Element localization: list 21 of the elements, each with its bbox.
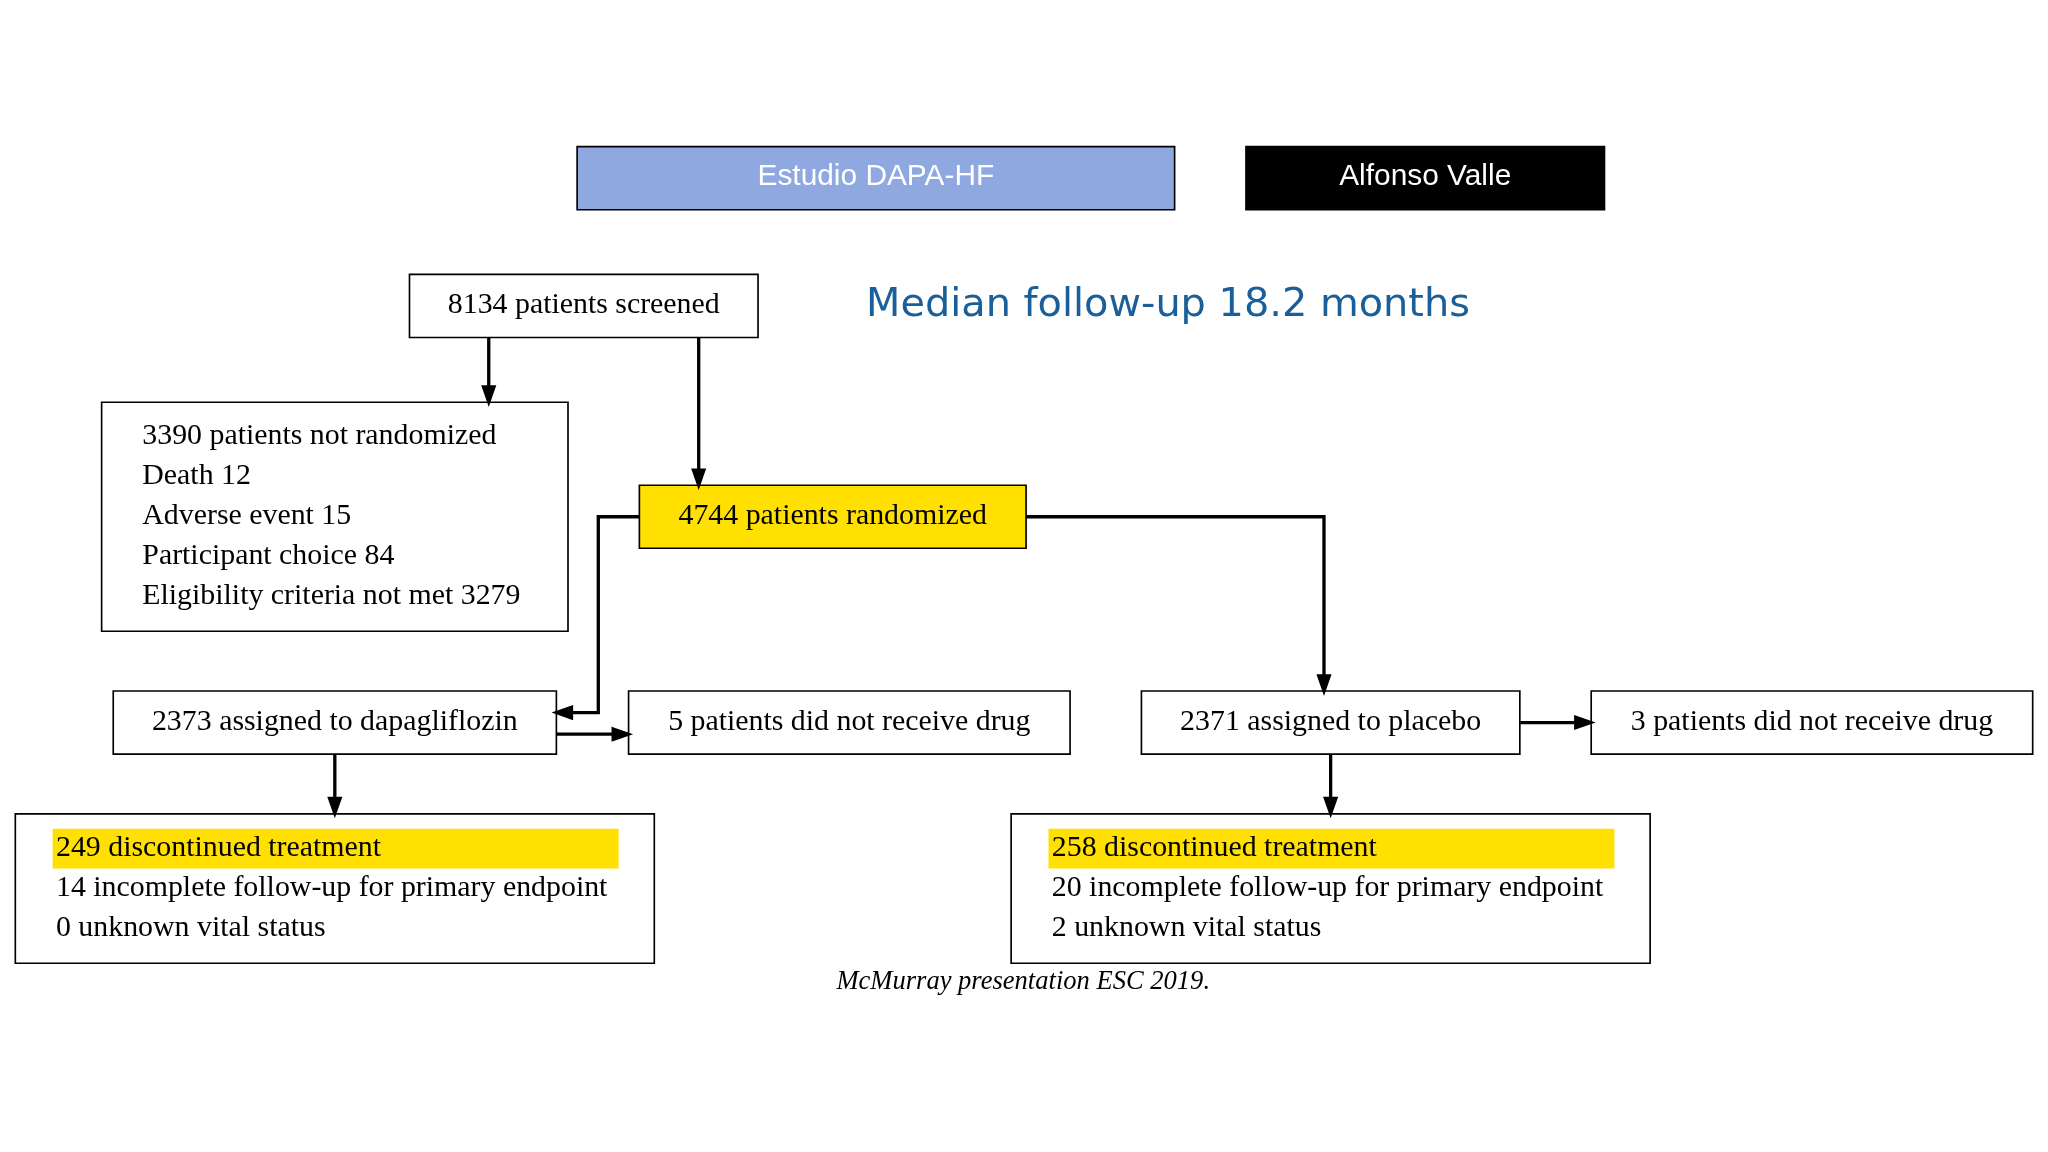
label: Median follow-up 18.2 months	[866, 278, 1470, 325]
arrow	[1026, 514, 1332, 696]
node-box: 4744 patients randomized	[638, 483, 1027, 549]
arrow	[691, 337, 707, 490]
node-box: 5 patients did not receive drug	[627, 689, 1071, 755]
node-box: 3390 patients not randomized Death 12 Adverse event 15 Participant choice 84 Eligibility criteria not met 3279	[100, 400, 569, 632]
arrow	[556, 726, 634, 742]
node-box: 3 patients did not receive drug	[1590, 689, 2034, 755]
node-box: 258 discontinued treatment 20 incomplete follow-up for primary endpoint 2 unknown vital status	[1010, 812, 1651, 964]
label: Alfonso Valle	[1339, 157, 1512, 191]
node-box: 8134 patients screened	[408, 273, 759, 338]
caption: McMurray presentation ESC 2019.	[836, 964, 1211, 995]
arrow	[327, 754, 343, 818]
arrow	[1323, 754, 1339, 818]
arrow	[481, 337, 497, 407]
node-box: 2371 assigned to placebo	[1140, 689, 1521, 755]
label: Estudio DAPA-HF	[757, 157, 995, 191]
node-box: 2373 assigned to dapagliflozin	[112, 689, 558, 755]
arrow	[551, 514, 640, 720]
node-box: 249 discontinued treatment 14 incomplete follow-up for primary endpoint 0 unknown vital status	[14, 812, 656, 964]
arrow	[1520, 714, 1596, 730]
